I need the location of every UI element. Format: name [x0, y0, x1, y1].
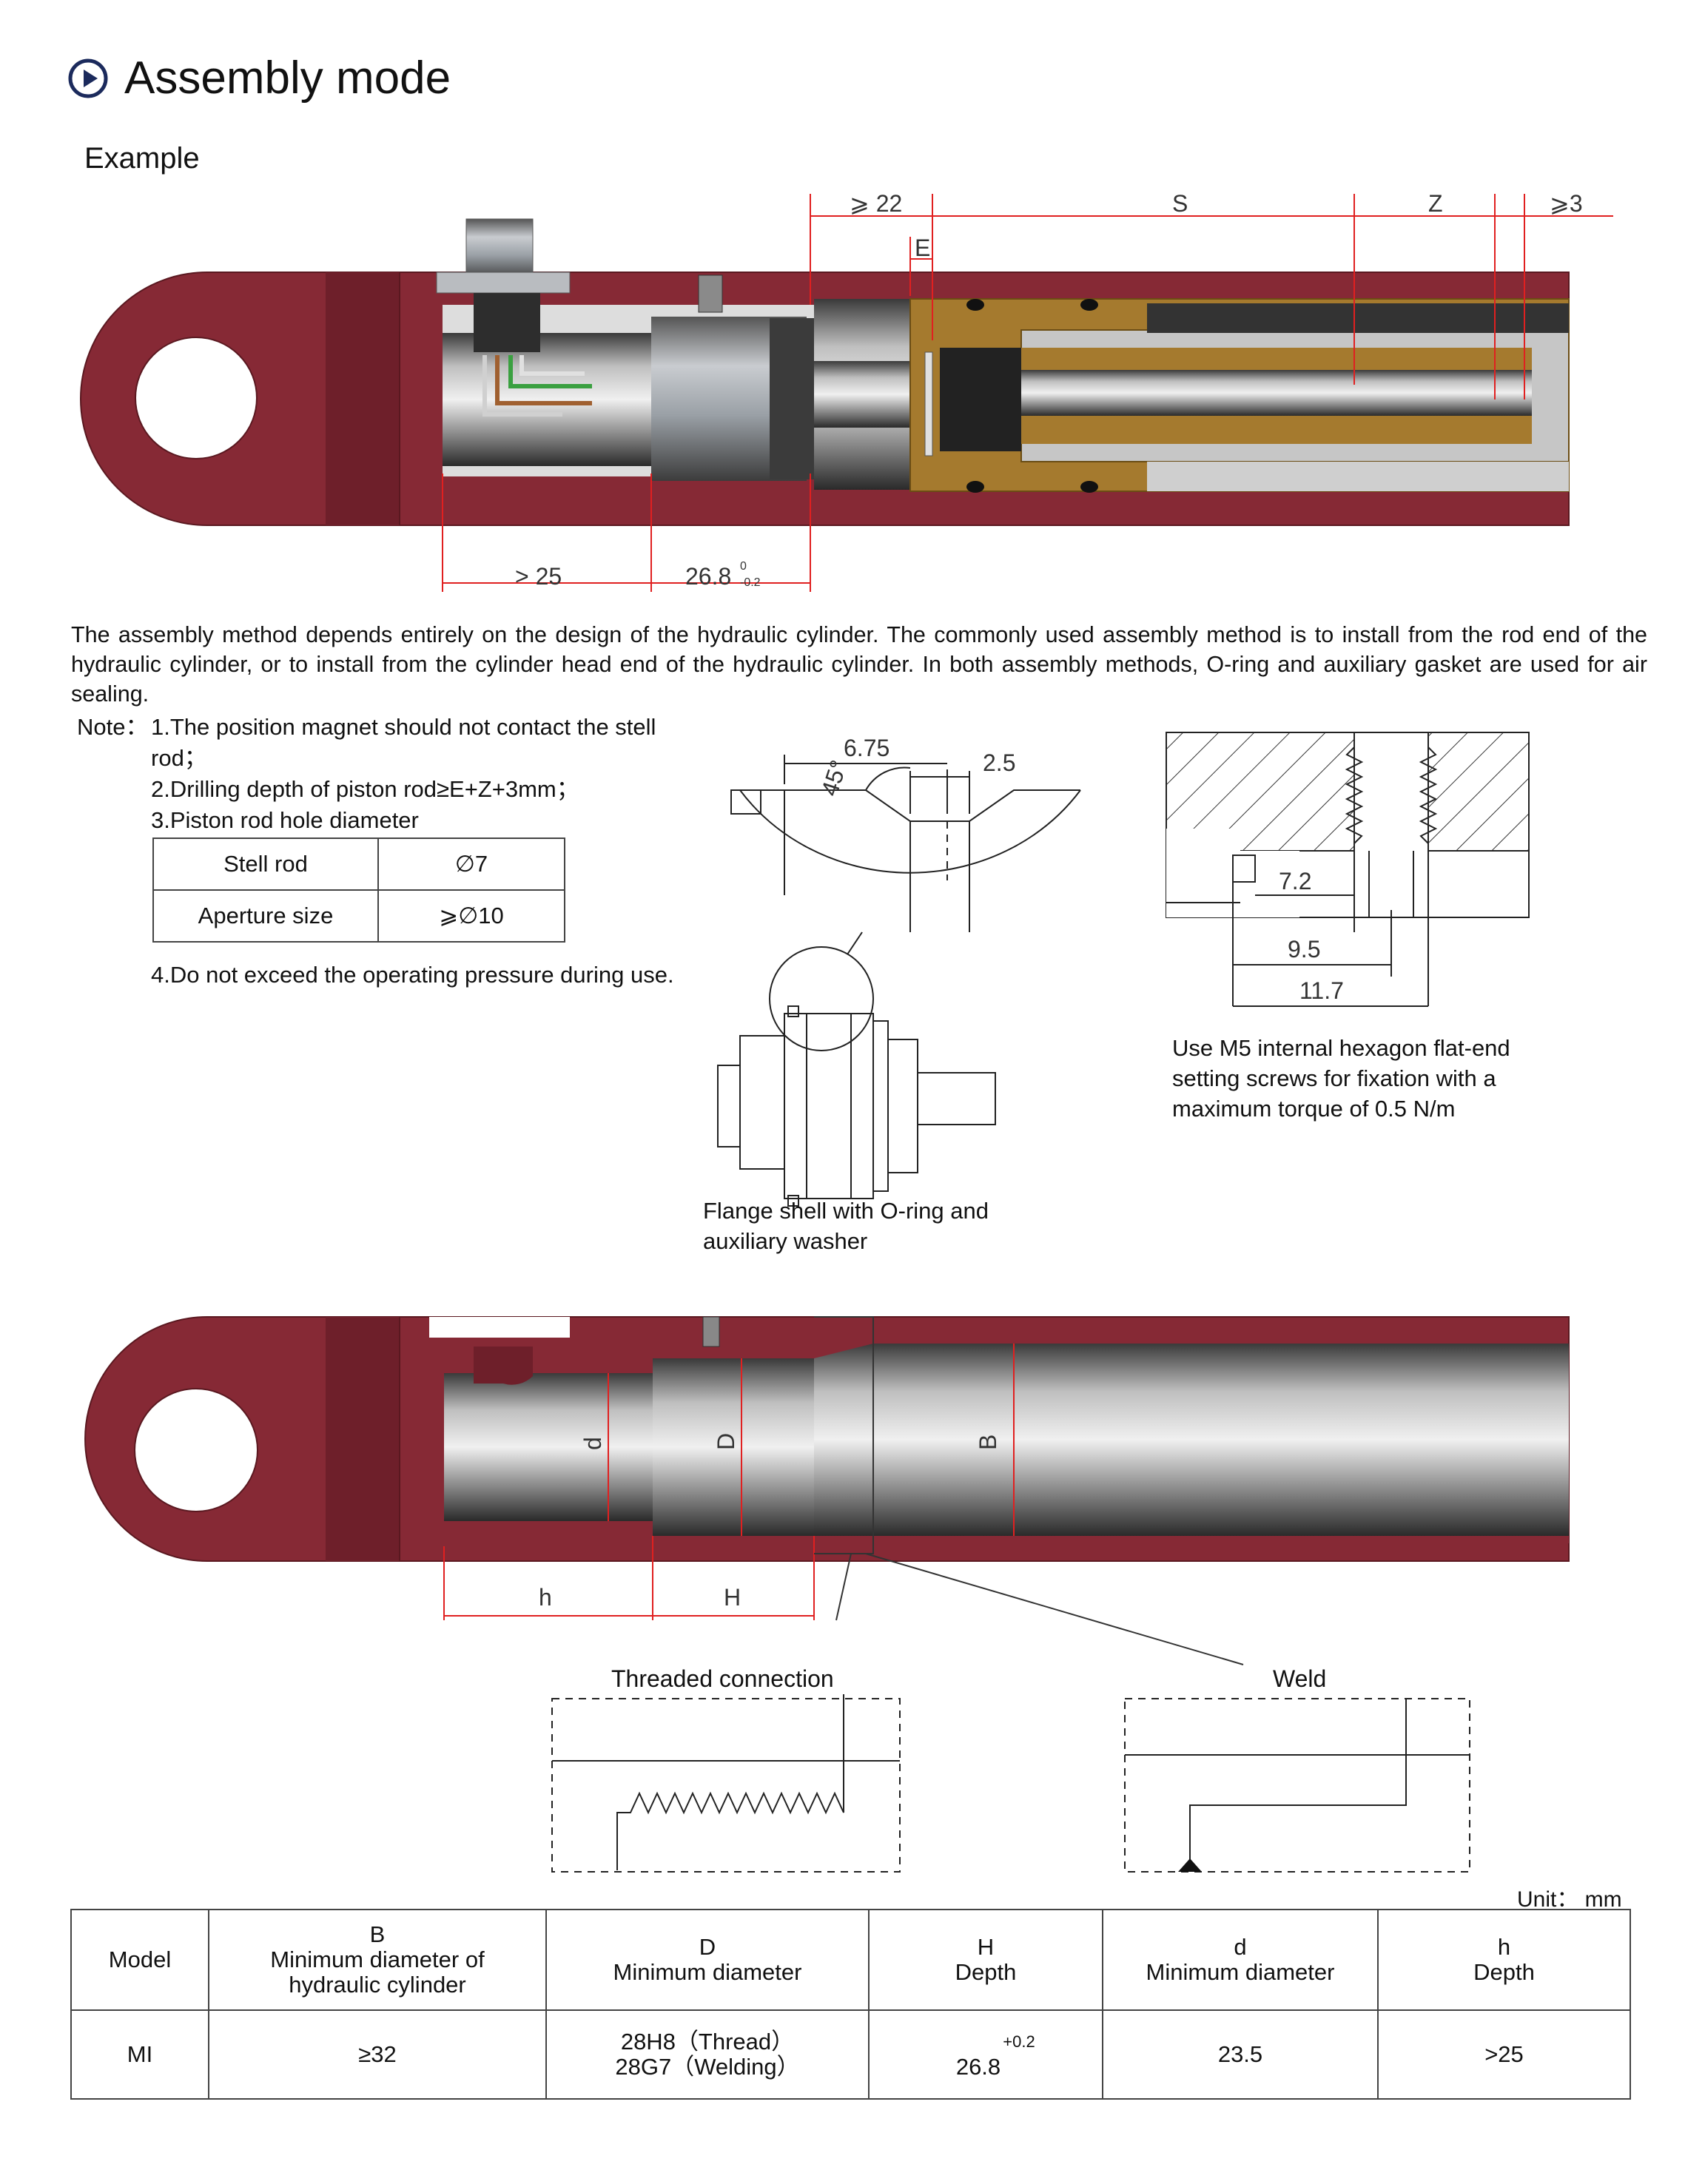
threaded-label: Threaded connection — [611, 1665, 834, 1692]
screw-dim-11-7: 11.7 — [1299, 977, 1344, 1004]
top-cylinder-drawing: ⩾ 22 S Z ⩾3 E > 25 26.8 0 -0.2 — [80, 190, 1613, 592]
cell-b: ≥32 — [208, 2009, 547, 2100]
cell-small-d: 23.5 — [1102, 2009, 1379, 2100]
header-d-desc: Minimum diameter — [613, 1959, 802, 1985]
rod-value-2: ⩾∅10 — [377, 889, 565, 943]
play-circle-icon — [68, 58, 108, 98]
dim-d: d — [579, 1437, 606, 1450]
dim-big-h: H — [724, 1584, 741, 1611]
header-small-h-desc: Depth — [1473, 1959, 1535, 1985]
header-d-code: D — [699, 1934, 716, 1960]
note-3: 3.Piston rod hole diameter — [151, 807, 419, 833]
note-2: 2.Drilling depth of piston rod≥E+Z+3mm； — [151, 776, 579, 802]
header-h-desc: Depth — [955, 1959, 1017, 1985]
cell-model: MI — [70, 2009, 209, 2100]
screw-detail-drawing: 7.2 9.5 11.7 — [1166, 732, 1530, 1007]
dim-tol-up: 0 — [740, 560, 747, 573]
bottom-cylinder-drawing: d D B h H Threaded connection Weld — [84, 1316, 1570, 1873]
unit-label: Unit： mm — [1517, 1887, 1622, 1912]
screw-caption-line-1: Use M5 internal hexagon flat-end — [1172, 1035, 1510, 1061]
example-label: Example — [84, 142, 200, 175]
dim-22: ⩾ 22 — [850, 190, 902, 217]
flange-caption: Flange shell with O-ring and auxiliary w… — [703, 1196, 989, 1256]
cell-h-val: 26.8 — [955, 2054, 1001, 2080]
screw-dim-9-5: 9.5 — [1288, 936, 1320, 963]
notes-list: 1.The position magnet should not contact… — [151, 712, 713, 836]
cell-d-thread: 28H8（Thread） — [620, 2029, 795, 2055]
header-small-d-code: d — [1234, 1934, 1247, 1960]
flange-caption-line-1: Flange shell with O-ring and — [703, 1198, 989, 1224]
screw-dim-7-2: 7.2 — [1279, 868, 1311, 894]
dim-big-d: D — [713, 1433, 739, 1450]
screw-caption-line-2: setting screws for fixation with a — [1172, 1065, 1496, 1091]
dim-b: B — [975, 1435, 1001, 1450]
page-title: Assembly mode — [68, 52, 451, 104]
table-row: MI ≥32 28H8（Thread） 28G7（Welding） +0.2 2… — [70, 2009, 1631, 2100]
dim-tol-down: -0.2 — [740, 576, 761, 589]
note-1: 1.The position magnet should not contact… — [151, 714, 656, 771]
header-b-code: B — [369, 1921, 386, 1947]
dim-25: > 25 — [515, 563, 562, 590]
header-small-d: d Minimum diameter — [1102, 1909, 1379, 2011]
table-row: Aperture size ⩾∅10 — [152, 889, 565, 943]
dim-e: E — [915, 235, 930, 261]
cell-d-weld: 28G7（Welding） — [615, 2054, 800, 2080]
title-text: Assembly mode — [124, 53, 451, 104]
cell-h-tol: +0.2 — [1003, 2032, 1035, 2051]
dim-s: S — [1172, 190, 1188, 217]
flange-caption-line-2: auxiliary washer — [703, 1228, 868, 1254]
dim-z: Z — [1428, 190, 1443, 217]
header-small-h-code: h — [1497, 1934, 1511, 1960]
cell-small-h: >25 — [1377, 2009, 1631, 2100]
rod-label-1: Stell rod — [152, 837, 379, 891]
header-h: H Depth — [868, 1909, 1103, 2011]
note-4: 4.Do not exceed the operating pressure d… — [151, 962, 674, 988]
groove-detail-drawing: 6.75 2.5 45° — [717, 735, 1081, 1207]
header-d: D Minimum diameter — [545, 1909, 870, 2011]
note-label: Note： — [77, 714, 149, 740]
spec-table: Model B Minimum diameter of hydraulic cy… — [70, 1909, 1631, 2100]
cell-d: 28H8（Thread） 28G7（Welding） — [545, 2009, 870, 2100]
assembly-paragraph: The assembly method depends entirely on … — [71, 622, 1647, 707]
header-small-d-desc: Minimum diameter — [1146, 1959, 1335, 1985]
dim-h: h — [539, 1584, 552, 1611]
detail-dim-2-5: 2.5 — [983, 749, 1015, 776]
rod-label-2: Aperture size — [152, 889, 379, 943]
screw-caption-line-3: maximum torque of 0.5 N/m — [1172, 1096, 1456, 1122]
rod-table: Stell rod ∅7 Aperture size ⩾∅10 — [152, 837, 565, 943]
table-row: Stell rod ∅7 — [152, 837, 565, 891]
header-h-code: H — [977, 1934, 995, 1960]
header-small-h: h Depth — [1377, 1909, 1631, 2011]
table-row: Model B Minimum diameter of hydraulic cy… — [70, 1909, 1631, 2011]
rod-value-1: ∅7 — [377, 837, 565, 891]
header-b-desc: Minimum diameter of hydraulic cylinder — [270, 1947, 485, 1998]
cell-h: +0.2 26.8 — [868, 2009, 1103, 2100]
header-b: B Minimum diameter of hydraulic cylinder — [208, 1909, 547, 2011]
screw-caption: Use M5 internal hexagon flat-end setting… — [1172, 1033, 1551, 1124]
detail-dim-6-75: 6.75 — [844, 735, 890, 761]
weld-label: Weld — [1273, 1665, 1326, 1692]
dim-3: ⩾3 — [1550, 190, 1583, 217]
header-model: Model — [70, 1909, 209, 2011]
dim-26-8: 26.8 — [685, 563, 731, 590]
